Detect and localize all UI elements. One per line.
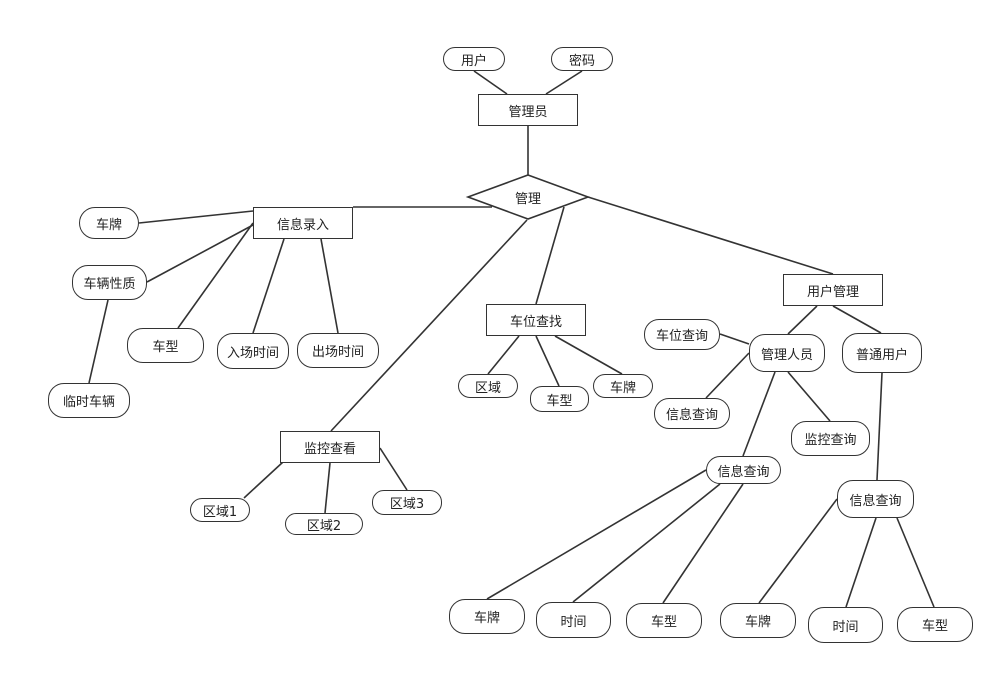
- entity-info-query-staff: 信息查询: [706, 456, 781, 484]
- attr-plate-query-staff: 车牌: [449, 599, 525, 634]
- edge-monitor-area3: [379, 447, 408, 491]
- edge-nature-temp: [88, 299, 109, 384]
- attr-area2: 区域2: [285, 513, 363, 535]
- edge-mgmt-normal: [832, 305, 882, 334]
- edge-qb-time: [572, 483, 721, 603]
- edge-password-admin: [545, 70, 583, 95]
- entity-staff: 管理人员: [749, 334, 825, 372]
- manage-diamond: [465, 174, 591, 220]
- attr-model-query-staff: 车型: [626, 603, 702, 638]
- edge-qc-model: [896, 517, 935, 608]
- edge-staff-monitor-query: [787, 371, 831, 422]
- edge-user-admin: [473, 70, 508, 95]
- edge-monitor-area2: [324, 462, 331, 514]
- attr-plate-search: 车牌: [593, 374, 653, 398]
- edge-info-entry-model: [177, 222, 254, 329]
- attr-plate-entry: 车牌: [79, 207, 139, 239]
- attr-monitor-query: 监控查询: [791, 421, 870, 456]
- entity-info-query-normal: 信息查询: [837, 480, 914, 518]
- edge-manage-monitor: [330, 219, 528, 432]
- edge-info-entry-nature: [146, 224, 254, 283]
- entity-admin: 管理员: [478, 94, 578, 126]
- relation-manage: 管理: [514, 191, 541, 207]
- attr-exit-time: 出场时间: [297, 333, 379, 368]
- attr-area3: 区域3: [372, 490, 442, 515]
- attr-info-query-staff: 信息查询: [654, 398, 730, 429]
- entity-info-entry: 信息录入: [253, 207, 353, 239]
- edge-normal-info-query-c: [876, 372, 883, 481]
- edge-monitor-area1: [243, 461, 284, 499]
- edge-manage-space-search: [535, 206, 565, 305]
- edge-manage-user-mgmt: [587, 196, 834, 275]
- edge-space-query-staff: [719, 333, 750, 345]
- edge-staff-info-query-a: [705, 352, 750, 399]
- edge-info-entry-entry-time: [252, 238, 285, 334]
- attr-entry-time: 入场时间: [217, 333, 289, 369]
- edge-qb-plate: [486, 469, 707, 600]
- edge-search-plate: [554, 335, 623, 375]
- attr-user: 用户: [443, 47, 505, 71]
- attr-temp-vehicle: 临时车辆: [48, 383, 130, 418]
- edge-search-model: [535, 335, 560, 387]
- attr-model-search: 车型: [530, 386, 589, 412]
- attr-area1: 区域1: [190, 498, 250, 522]
- edge-info-entry-plate: [138, 210, 254, 224]
- attr-password: 密码: [551, 47, 613, 71]
- attr-area: 区域: [458, 374, 518, 398]
- entity-user-mgmt: 用户管理: [783, 274, 883, 306]
- attr-model-query-normal: 车型: [897, 607, 973, 642]
- edge-qc-time: [845, 517, 877, 608]
- edge-staff-info-query-b: [742, 371, 776, 457]
- entity-space-search: 车位查找: [486, 304, 586, 336]
- edge-info-entry-exit-time: [320, 238, 339, 334]
- attr-space-query: 车位查询: [644, 319, 720, 350]
- attr-vehicle-nature: 车辆性质: [72, 265, 147, 300]
- attr-time-query-normal: 时间: [808, 607, 883, 643]
- entity-normal-user: 普通用户: [842, 333, 922, 373]
- attr-time-query-staff: 时间: [536, 602, 611, 638]
- edge-mgmt-staff: [787, 305, 818, 335]
- attr-plate-query-normal: 车牌: [720, 603, 796, 638]
- edge-qb-model: [662, 483, 744, 604]
- attr-model-entry: 车型: [127, 328, 204, 363]
- entity-monitor-view: 监控查看: [280, 431, 380, 463]
- edge-search-area: [487, 335, 520, 375]
- edge-qc-plate: [758, 498, 838, 604]
